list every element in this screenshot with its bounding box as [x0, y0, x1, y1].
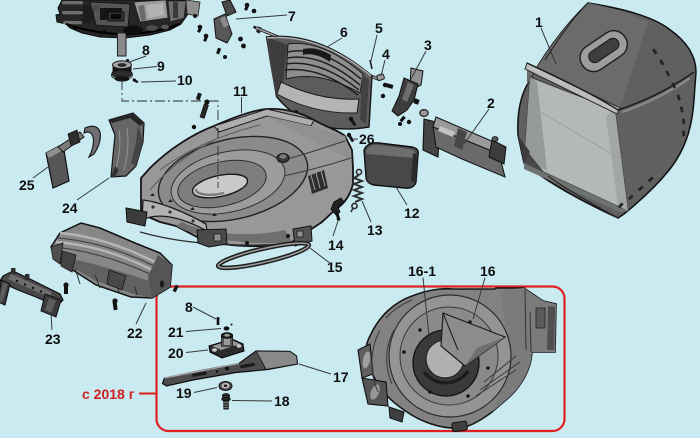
svg-text:15: 15 — [327, 259, 343, 275]
svg-text:13: 13 — [367, 222, 383, 238]
svg-text:1: 1 — [535, 14, 543, 30]
svg-text:9: 9 — [157, 58, 165, 74]
svg-text:14: 14 — [328, 237, 344, 253]
svg-text:16: 16 — [480, 263, 496, 279]
svg-text:12: 12 — [404, 205, 420, 221]
svg-text:24: 24 — [62, 200, 78, 216]
svg-text:17: 17 — [333, 369, 349, 385]
svg-text:11: 11 — [233, 83, 248, 99]
svg-text:6: 6 — [340, 24, 348, 40]
svg-text:22: 22 — [127, 325, 143, 341]
svg-text:23: 23 — [45, 331, 61, 347]
svg-text:7: 7 — [288, 8, 296, 24]
svg-text:8: 8 — [142, 42, 150, 58]
svg-text:5: 5 — [375, 20, 383, 36]
svg-text:4: 4 — [382, 46, 390, 62]
svg-text:3: 3 — [424, 37, 432, 53]
svg-text:с 2018 г: с 2018 г — [82, 386, 135, 402]
svg-text:10: 10 — [177, 72, 193, 88]
svg-text:16-1: 16-1 — [408, 263, 436, 279]
svg-text:8: 8 — [185, 299, 193, 315]
svg-text:2: 2 — [487, 95, 495, 111]
svg-text:26: 26 — [359, 131, 375, 147]
svg-text:18: 18 — [274, 393, 290, 409]
svg-text:19: 19 — [176, 385, 192, 401]
svg-text:20: 20 — [168, 345, 184, 361]
svg-text:25: 25 — [19, 177, 35, 193]
svg-text:21: 21 — [168, 324, 184, 340]
